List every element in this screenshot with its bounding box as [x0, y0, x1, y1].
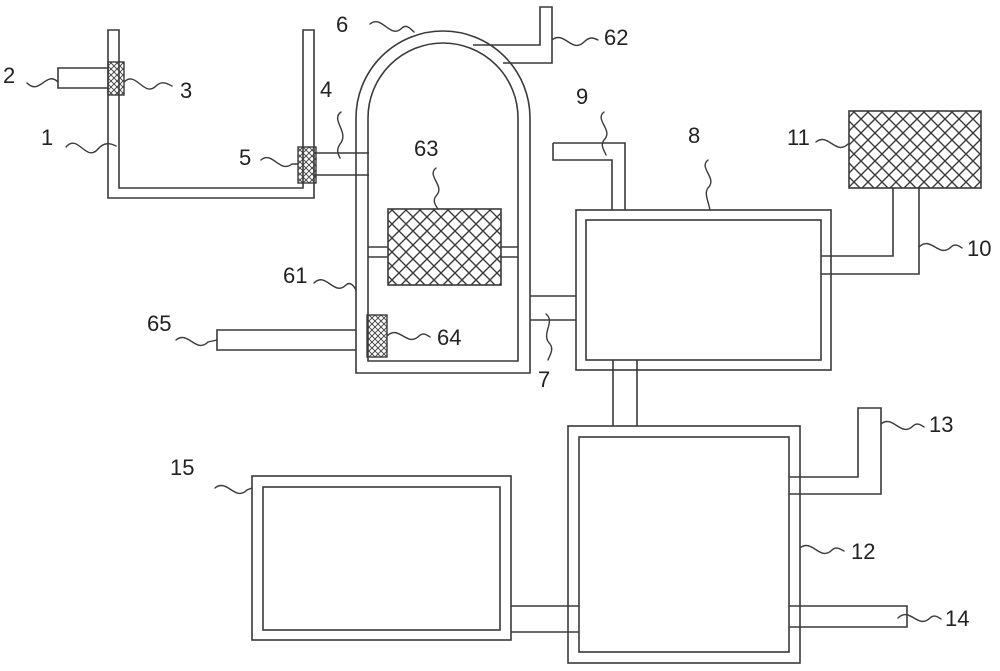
label-63: 63	[414, 136, 438, 161]
leader-2	[26, 78, 59, 88]
label-2: 2	[3, 63, 15, 88]
leader-1	[65, 142, 117, 154]
connector-pipe-4	[314, 152, 369, 176]
leader-14	[897, 613, 942, 623]
leader-3	[123, 78, 173, 90]
leader-11	[815, 139, 849, 149]
reference-labels: 1 2 3 4 5 6 61 62 63 64 65 7 8 9 10 11 1…	[3, 12, 991, 631]
leader-61	[313, 279, 357, 291]
leader-15	[214, 485, 253, 495]
leader-62	[551, 37, 599, 47]
leader-65	[175, 337, 218, 347]
label-10: 10	[967, 236, 991, 261]
mesh-block-5	[297, 146, 317, 184]
container-12	[567, 425, 801, 664]
leader-9	[600, 111, 608, 156]
leader-4	[336, 111, 344, 159]
label-6: 6	[336, 12, 348, 37]
label-9: 9	[576, 84, 588, 109]
connecting-pipe-7	[530, 295, 576, 321]
label-12: 12	[851, 539, 875, 564]
label-11: 11	[787, 125, 810, 150]
pipe-10	[821, 188, 920, 275]
label-7: 7	[538, 367, 550, 392]
label-15: 15	[170, 455, 194, 480]
label-3: 3	[180, 78, 192, 103]
leader-lines	[26, 21, 963, 623]
dome-tank	[355, 30, 531, 374]
label-1: 1	[41, 125, 53, 150]
pipe-13	[789, 407, 882, 495]
label-4: 4	[320, 77, 332, 102]
leader-8	[704, 159, 712, 211]
inlet-stub	[57, 67, 108, 89]
label-65: 65	[147, 311, 171, 336]
heater-supports	[368, 246, 518, 258]
label-13: 13	[929, 412, 953, 437]
label-5: 5	[239, 145, 251, 170]
pipe-14	[789, 605, 908, 628]
mesh-block-64	[366, 314, 388, 358]
leader-7	[545, 313, 553, 361]
outlet-pipe-65	[216, 329, 356, 351]
leader-5	[260, 157, 299, 167]
label-61: 61	[283, 263, 307, 288]
leader-12	[799, 545, 845, 555]
container-8	[575, 209, 832, 371]
leader-10	[918, 242, 963, 252]
heater-block-63	[387, 208, 502, 286]
label-64: 64	[437, 325, 461, 350]
pipe-15-12	[511, 605, 579, 633]
container-15	[251, 475, 512, 641]
top-pipe-62	[473, 6, 553, 64]
leader-6	[369, 21, 415, 33]
leader-64	[386, 331, 431, 341]
pipe-9	[552, 142, 626, 210]
leader-13	[880, 421, 925, 431]
leader-63	[432, 167, 440, 210]
box-11	[848, 110, 982, 189]
vertical-pipe-8-12	[612, 360, 638, 426]
label-8: 8	[688, 123, 700, 148]
label-62: 62	[604, 25, 628, 50]
u-pipe	[107, 29, 315, 199]
mesh-block-3	[107, 61, 125, 96]
label-14: 14	[945, 606, 969, 631]
